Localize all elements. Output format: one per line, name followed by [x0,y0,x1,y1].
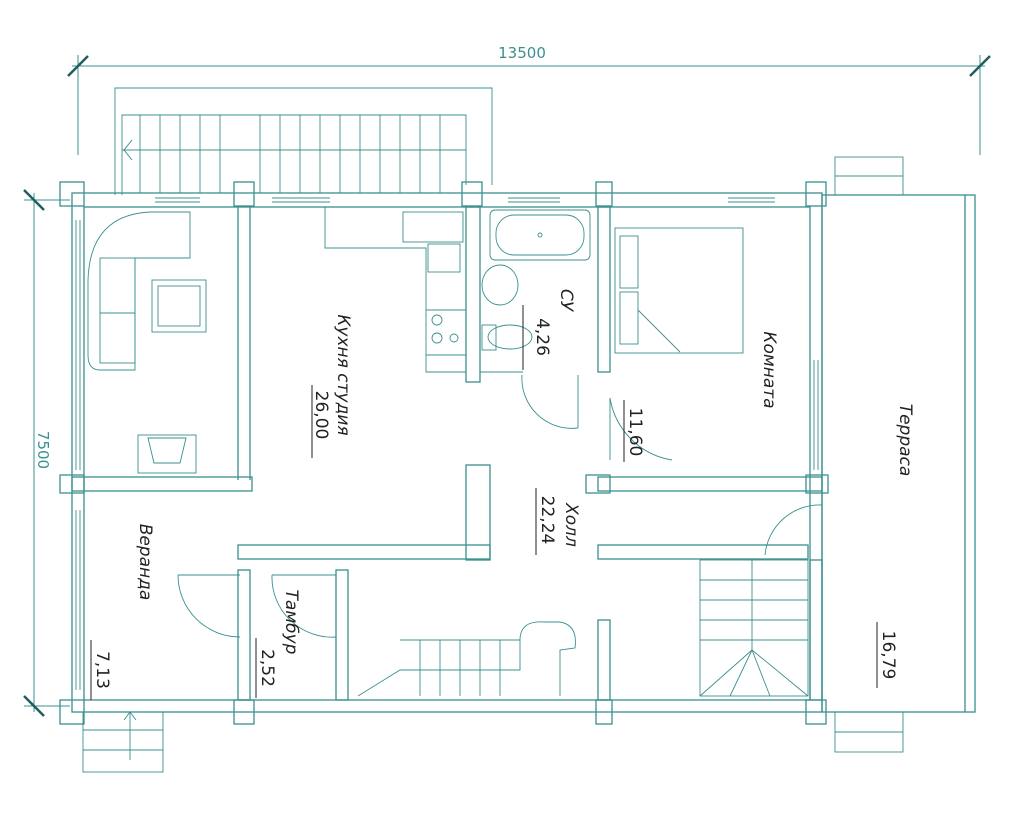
room-area: 16,79 [878,631,898,680]
room-name: Холл [561,502,581,547]
bed [609,227,744,461]
room-kitchen-studio: Кухня студия 26,00 [311,314,353,458]
room-area: 11,60 [625,408,645,457]
kitchen-counter [324,207,466,373]
room-vestibule: Тамбур 2,52 [255,590,301,698]
height-dimension-text: 7500 [34,431,52,469]
room-name: Терраса [895,404,915,477]
room-area: 2,52 [257,649,277,687]
room-terrace: Терраса 16,79 [876,404,915,688]
room-area: 4,26 [532,318,552,356]
porch-stairs-top [114,87,493,195]
interior-stairs [357,559,809,697]
room-bedroom: Комната 11,60 [623,331,779,462]
doors [177,504,823,638]
room-area: 22,24 [537,496,557,545]
room-name: Кухня студия [333,314,353,435]
room-area: 7,13 [92,651,112,689]
room-bathroom: СУ 4,26 [522,289,576,370]
room-veranda: Веранда 7,13 [90,524,155,700]
room-name: Веранда [135,524,155,601]
walls [59,181,976,725]
room-name: Тамбур [281,590,301,655]
height-dimension: 7500 [23,189,70,717]
room-name: СУ [556,289,576,313]
width-dimension: 13500 [67,44,991,155]
width-dimension-text: 13500 [498,44,546,62]
terrace-steps [82,156,904,773]
room-area: 26,00 [311,391,331,440]
room-hall: Холл 22,24 [535,488,581,555]
room-name: Комната [759,331,779,408]
sofa [87,211,207,474]
bathroom-fixtures [480,209,591,429]
